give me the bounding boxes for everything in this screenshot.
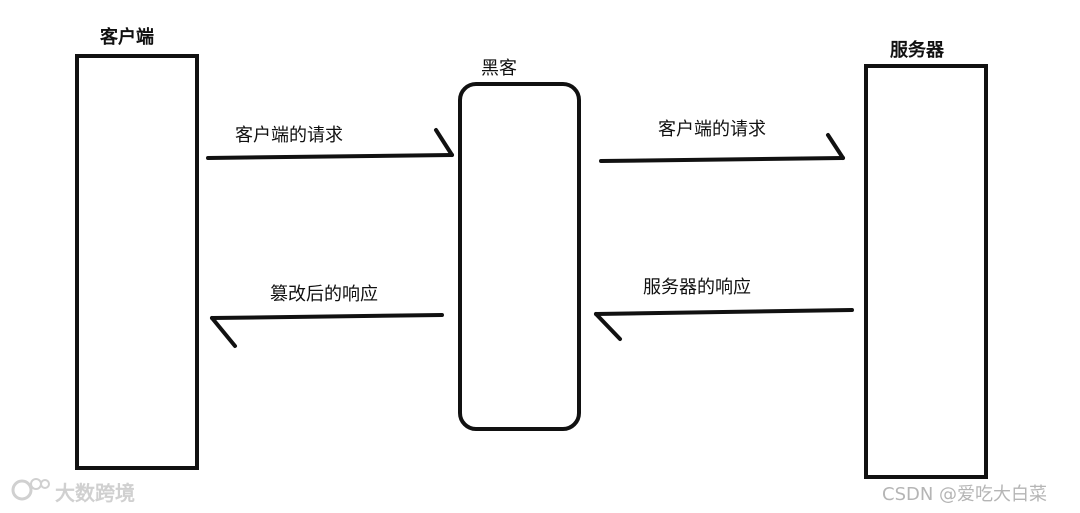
hacker-box <box>458 82 581 431</box>
arrow-server-to-hacker <box>594 308 854 341</box>
edge-label-hacker-request: 客户端的请求 <box>658 119 766 140</box>
client-box <box>75 54 199 470</box>
watermark-left-logo-icon <box>11 478 50 501</box>
server-title: 服务器 <box>890 39 945 61</box>
edge-label-server-response: 服务器的响应 <box>643 277 751 298</box>
edge-label-tampered-response: 篡改后的响应 <box>270 283 378 305</box>
arrow-hacker-to-client <box>210 313 444 348</box>
hacker-title: 黑客 <box>481 58 517 79</box>
watermark-left: 大数跨境 <box>55 481 135 505</box>
server-box <box>864 64 988 479</box>
arrow-hacker-to-server <box>599 133 845 163</box>
edge-label-client-request: 客户端的请求 <box>235 125 343 146</box>
arrow-client-to-hacker <box>206 128 454 160</box>
watermark-right: CSDN @爱吃大白菜 <box>882 484 1047 505</box>
client-title: 客户端 <box>100 26 154 48</box>
